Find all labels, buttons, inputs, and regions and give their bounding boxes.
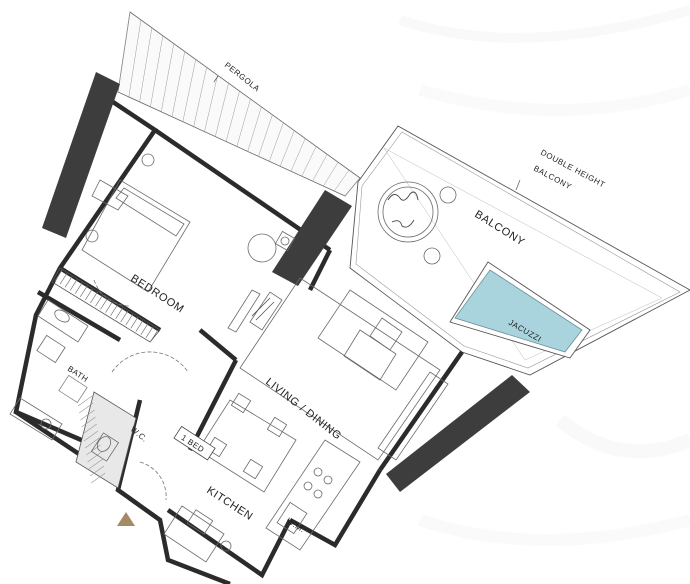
bedroom-label: BEDROOM — [128, 272, 186, 315]
door-swings — [93, 279, 189, 501]
background-waves — [398, 5, 690, 546]
jacuzzi: JACUZZI — [449, 261, 591, 359]
entrance-arrow-icon — [117, 512, 135, 526]
wc-room — [75, 391, 137, 489]
kitchen-label: KITCHEN — [204, 484, 255, 523]
kitchen-counter — [163, 439, 361, 563]
tv-console — [227, 289, 283, 333]
living-furniture — [239, 277, 449, 461]
dining-table — [197, 392, 297, 493]
pergola-area — [117, 11, 361, 197]
living-dining-label: LIVING / DINING — [263, 376, 343, 443]
unit-type-badge: 1 BED — [173, 425, 216, 461]
balcony-label: BALCONY — [472, 208, 527, 248]
balcony-table-set — [377, 181, 457, 265]
structural-fins — [42, 72, 530, 492]
bath-fixtures — [9, 299, 89, 441]
bedroom-furniture — [51, 153, 296, 343]
